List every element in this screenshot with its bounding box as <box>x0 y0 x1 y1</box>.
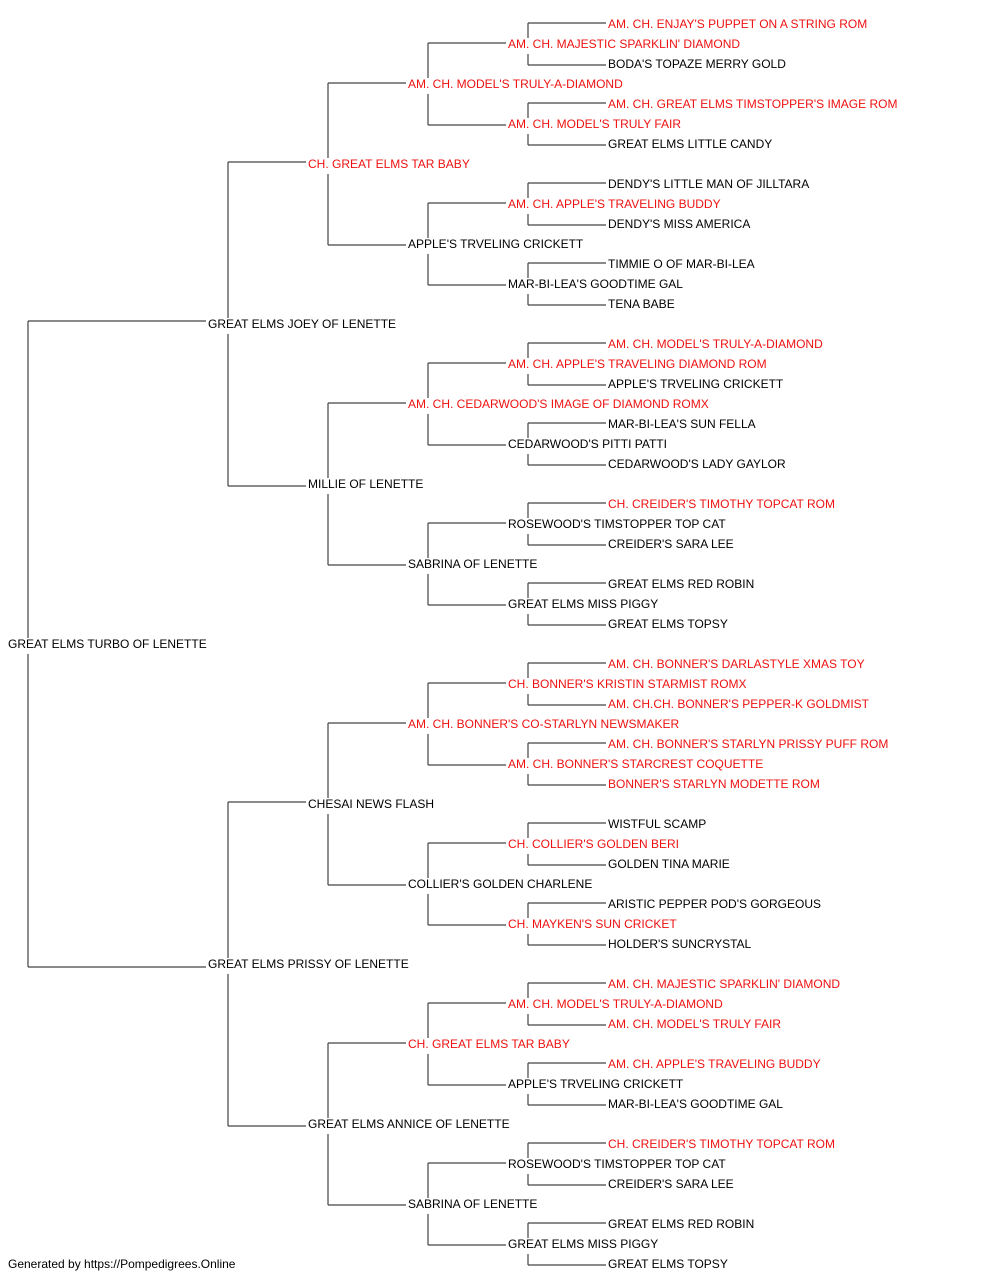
ancestor-name: AM. CH. BONNER'S STARLYN PRISSY PUFF ROM <box>608 737 888 751</box>
ancestor-name: TENA BABE <box>608 297 675 311</box>
ancestor-name: MILLIE OF LENETTE <box>308 477 423 491</box>
ancestor-name: AM. CH. MODEL'S TRULY-A-DIAMOND <box>408 77 623 91</box>
ancestor-name: AM. CH. MODEL'S TRULY FAIR <box>508 117 681 131</box>
ancestor-name: DENDY'S LITTLE MAN OF JILLTARA <box>608 177 809 191</box>
ancestor-name: CEDARWOOD'S PITTI PATTI <box>508 437 667 451</box>
ancestor-name: APPLE'S TRVELING CRICKETT <box>508 1077 684 1091</box>
ancestor-name: GREAT ELMS PRISSY OF LENETTE <box>208 957 409 971</box>
ancestor-name: ROSEWOOD'S TIMSTOPPER TOP CAT <box>508 1157 726 1171</box>
ancestor-name: GREAT ELMS ANNICE OF LENETTE <box>308 1117 510 1131</box>
ancestor-name: CH. CREIDER'S TIMOTHY TOPCAT ROM <box>608 497 835 511</box>
ancestor-name: ROSEWOOD'S TIMSTOPPER TOP CAT <box>508 517 726 531</box>
ancestor-name: GREAT ELMS JOEY OF LENETTE <box>208 317 396 331</box>
ancestor-name: AM. CH. GREAT ELMS TIMSTOPPER'S IMAGE RO… <box>608 97 897 111</box>
ancestor-name: APPLE'S TRVELING CRICKETT <box>408 237 584 251</box>
ancestor-name: CH. GREAT ELMS TAR BABY <box>408 1037 570 1051</box>
ancestor-name: AM. CH. BONNER'S DARLASTYLE XMAS TOY <box>608 657 865 671</box>
ancestor-name: GREAT ELMS TOPSY <box>608 1257 728 1271</box>
ancestor-name: CHESAI NEWS FLASH <box>308 797 434 811</box>
ancestor-name: WISTFUL SCAMP <box>608 817 706 831</box>
ancestor-name: GREAT ELMS TOPSY <box>608 617 728 631</box>
ancestor-name: AM. CH. MODEL'S TRULY-A-DIAMOND <box>608 337 823 351</box>
ancestor-name: GREAT ELMS LITTLE CANDY <box>608 137 772 151</box>
ancestor-name: CREIDER'S SARA LEE <box>608 1177 734 1191</box>
ancestor-name: TIMMIE O OF MAR-BI-LEA <box>608 257 755 271</box>
ancestor-name: CEDARWOOD'S LADY GAYLOR <box>608 457 786 471</box>
ancestor-name: MAR-BI-LEA'S SUN FELLA <box>608 417 756 431</box>
ancestor-name: BONNER'S STARLYN MODETTE ROM <box>608 777 820 791</box>
ancestor-name: AM. CH. BONNER'S CO-STARLYN NEWSMAKER <box>408 717 680 731</box>
ancestor-name: ARISTIC PEPPER POD'S GORGEOUS <box>608 897 821 911</box>
ancestor-name: APPLE'S TRVELING CRICKETT <box>608 377 784 391</box>
footer-credit: Generated by https://Pompedigrees.Online <box>8 1257 236 1271</box>
ancestor-name: AM. CH. APPLE'S TRAVELING BUDDY <box>508 197 721 211</box>
ancestor-name: GREAT ELMS RED ROBIN <box>608 1217 754 1231</box>
ancestor-name: CH. COLLIER'S GOLDEN BERI <box>508 837 679 851</box>
ancestor-name: GREAT ELMS MISS PIGGY <box>508 597 658 611</box>
ancestor-name: HOLDER'S SUNCRYSTAL <box>608 937 752 951</box>
ancestor-name: GREAT ELMS RED ROBIN <box>608 577 754 591</box>
ancestor-name: GREAT ELMS MISS PIGGY <box>508 1237 658 1251</box>
ancestor-name: MAR-BI-LEA'S GOODTIME GAL <box>508 277 683 291</box>
ancestor-name: MAR-BI-LEA'S GOODTIME GAL <box>608 1097 783 1111</box>
ancestor-name: AM. CH. MAJESTIC SPARKLIN' DIAMOND <box>608 977 840 991</box>
ancestor-name: SABRINA OF LENETTE <box>408 557 537 571</box>
ancestor-name: AM. CH. BONNER'S STARCREST COQUETTE <box>508 757 763 771</box>
ancestor-name: CH. CREIDER'S TIMOTHY TOPCAT ROM <box>608 1137 835 1151</box>
ancestor-name: BODA'S TOPAZE MERRY GOLD <box>608 57 786 71</box>
ancestor-name: AM. CH. APPLE'S TRAVELING DIAMOND ROM <box>508 357 767 371</box>
ancestor-name: AM. CH.CH. BONNER'S PEPPER-K GOLDMIST <box>608 697 870 711</box>
ancestor-name: CH. MAYKEN'S SUN CRICKET <box>508 917 677 931</box>
subject-dog-name: GREAT ELMS TURBO OF LENETTE <box>8 637 207 651</box>
ancestor-name: AM. CH. MODEL'S TRULY FAIR <box>608 1017 781 1031</box>
ancestor-name: GOLDEN TINA MARIE <box>608 857 730 871</box>
ancestor-name: AM. CH. MAJESTIC SPARKLIN' DIAMOND <box>508 37 740 51</box>
ancestor-name: AM. CH. CEDARWOOD'S IMAGE OF DIAMOND ROM… <box>408 397 709 411</box>
ancestor-name: DENDY'S MISS AMERICA <box>608 217 750 231</box>
ancestor-name: AM. CH. APPLE'S TRAVELING BUDDY <box>608 1057 821 1071</box>
ancestor-name: CREIDER'S SARA LEE <box>608 537 734 551</box>
ancestor-name: AM. CH. MODEL'S TRULY-A-DIAMOND <box>508 997 723 1011</box>
ancestor-name: CH. BONNER'S KRISTIN STARMIST ROMX <box>508 677 747 691</box>
ancestor-name: SABRINA OF LENETTE <box>408 1197 537 1211</box>
ancestor-name: AM. CH. ENJAY'S PUPPET ON A STRING ROM <box>608 17 867 31</box>
ancestor-name: COLLIER'S GOLDEN CHARLENE <box>408 877 592 891</box>
ancestor-name: CH. GREAT ELMS TAR BABY <box>308 157 470 171</box>
